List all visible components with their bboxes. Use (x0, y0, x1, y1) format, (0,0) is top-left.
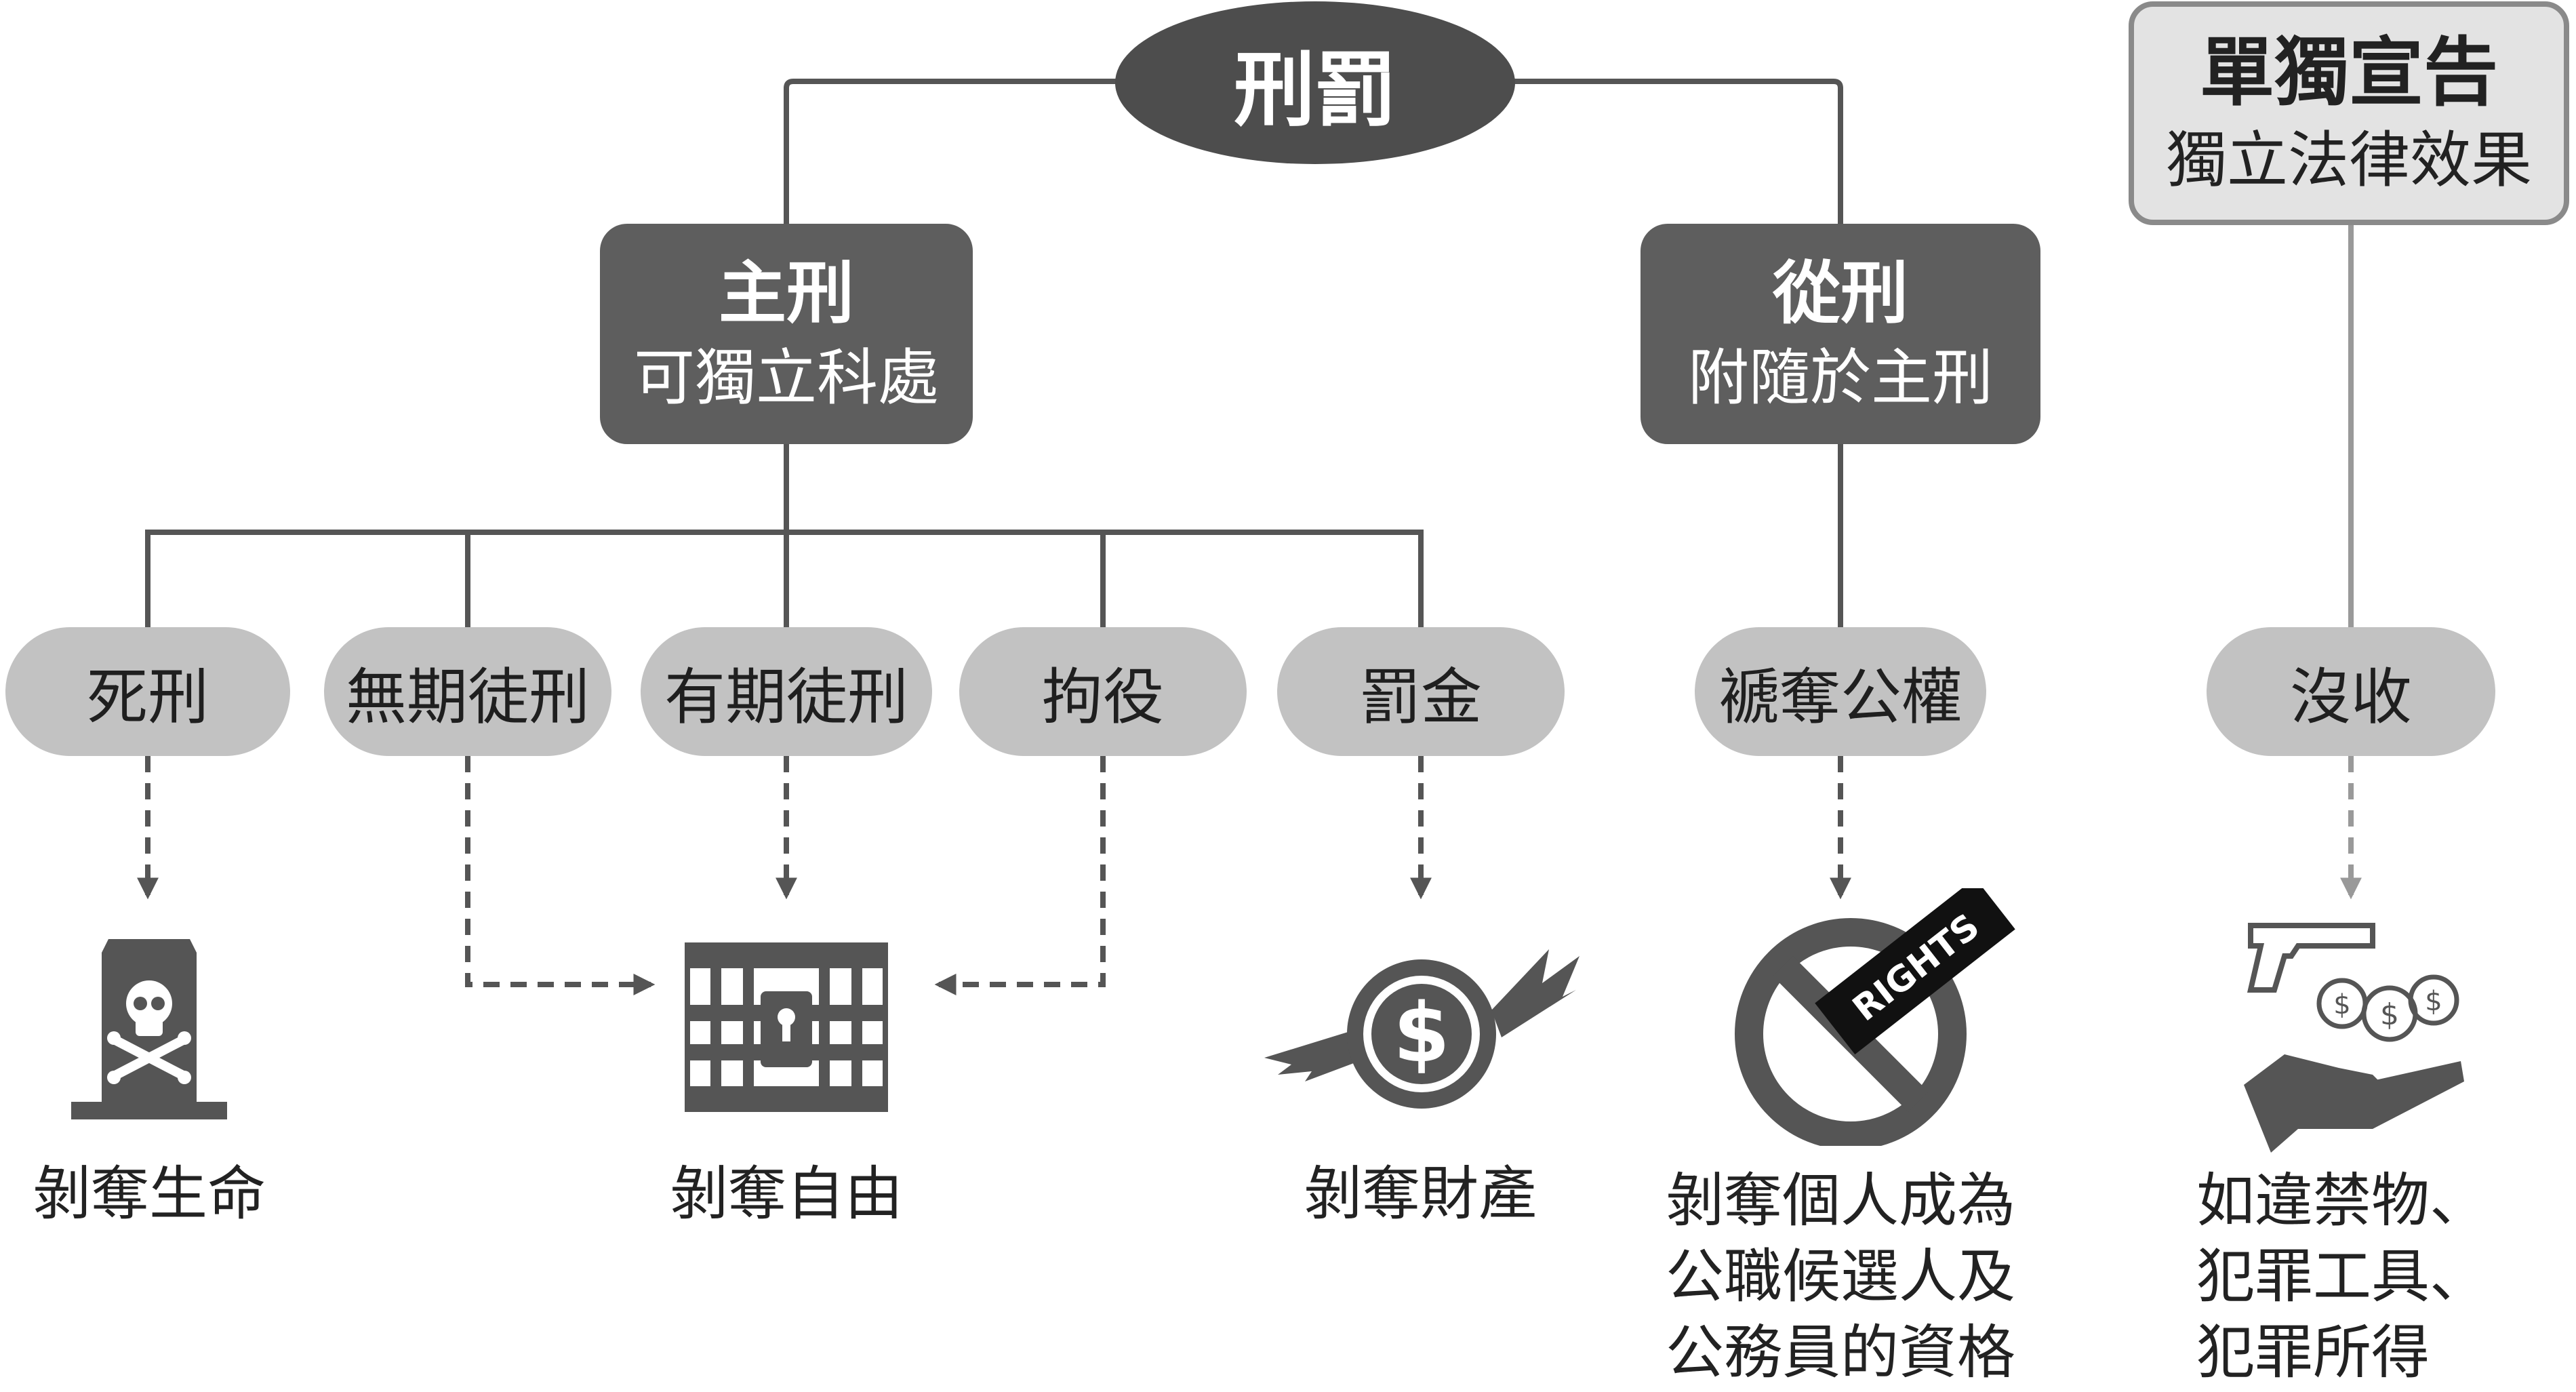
svg-text:$: $ (2380, 997, 2399, 1032)
effect-property: 剝奪財產 (1285, 1156, 1556, 1232)
penalty-fixed-term-label: 有期徒刑 (664, 662, 908, 733)
root-penalty-node: 刑罰 (1115, 1, 1515, 164)
penalty-confiscation: 沒收 (2207, 627, 2495, 756)
connector-root-accessory (1512, 79, 1843, 224)
effect-rights-line-3: 公務員的資格 (1666, 1319, 2015, 1387)
penalty-life-imprisonment: 無期徒刑 (324, 627, 611, 756)
main-penalty-node: 主刑 可獨立科處 (600, 224, 973, 444)
effect-life: 剝奪生命 (14, 1156, 285, 1232)
independent-declaration-title: 單獨宣告 (2200, 29, 2498, 116)
penalty-detention-label: 拘役 (1042, 662, 1164, 733)
penalty-deprivation-label: 褫奪公權 (1718, 662, 1963, 733)
main-penalty-subtitle: 可獨立科處 (634, 342, 939, 414)
effect-life-text: 剝奪生命 (33, 1160, 266, 1228)
svg-text:$: $ (2425, 986, 2442, 1017)
arrow-detention-liberty (934, 756, 1106, 995)
no-rights-icon: RIGHTS (1735, 888, 2015, 1146)
penalty-detention: 拘役 (959, 627, 1247, 756)
svg-text:$: $ (2333, 989, 2350, 1020)
penalty-death: 死刑 (5, 627, 290, 756)
penalty-confiscation-label: 沒收 (2290, 662, 2412, 733)
effect-rights-line-1: 剝奪個人成為 (1666, 1167, 2015, 1235)
flying-money-icon: $ (1264, 949, 1579, 1109)
independent-declaration-subtitle: 獨立法律效果 (2166, 125, 2532, 196)
accessory-penalty-node: 從刑 附隨於主刑 (1641, 224, 2040, 444)
penalty-fine-label: 罰金 (1360, 662, 1482, 733)
accessory-penalty-subtitle: 附隨於主刑 (1688, 342, 1993, 414)
accessory-penalty-title: 從刑 (1773, 253, 1908, 333)
tombstone-skull-icon (71, 939, 227, 1119)
root-label: 刑罰 (1234, 43, 1396, 138)
svg-text:$: $ (1393, 987, 1450, 1081)
independent-declaration-node: 單獨宣告 獨立法律效果 (2129, 1, 2569, 225)
penalty-deprivation-of-rights: 褫奪公權 (1695, 627, 1986, 756)
hand-gun-moneybags-icon: $ $ $ (2244, 923, 2464, 1153)
main-penalty-title: 主刑 (719, 253, 854, 333)
penalty-fine: 罰金 (1277, 627, 1565, 756)
effect-rights: 剝奪個人成為 公職候選人及 公務員的資格 (1654, 1163, 2027, 1391)
arrow-life-liberty (465, 756, 656, 995)
effect-property-text: 剝奪財產 (1304, 1160, 1537, 1228)
effect-liberty: 剝奪自由 (651, 1156, 922, 1232)
penalty-life-imprisonment-label: 無期徒刑 (346, 662, 590, 733)
effect-confiscation-line-1: 如違禁物、 (2196, 1167, 2488, 1235)
jail-cell-icon (685, 942, 888, 1112)
effect-confiscation-line-2: 犯罪工具、 (2196, 1243, 2488, 1311)
effect-rights-line-2: 公職候選人及 (1666, 1243, 2015, 1311)
effect-confiscation: 如違禁物、 犯罪工具、 犯罪所得 (2196, 1163, 2522, 1391)
connector-root-main (784, 79, 1119, 224)
penalty-death-label: 死刑 (87, 662, 209, 733)
effect-liberty-text: 剝奪自由 (670, 1160, 903, 1228)
penalty-fixed-term-imprisonment: 有期徒刑 (641, 627, 932, 756)
effect-confiscation-line-3: 犯罪所得 (2196, 1319, 2430, 1387)
